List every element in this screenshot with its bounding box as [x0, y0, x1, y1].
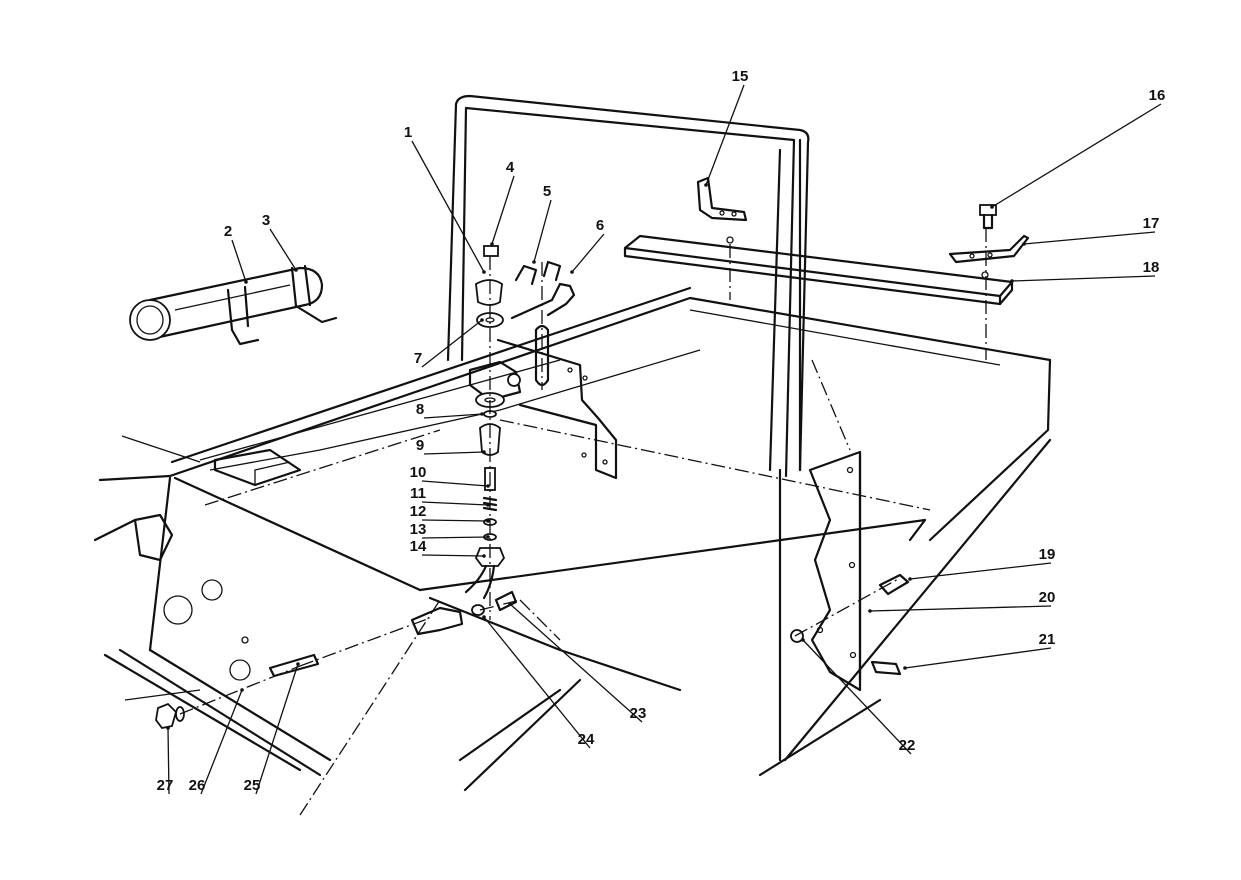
leader-line-27: [167, 727, 170, 795]
leader-line-16: [991, 103, 1162, 208]
leader-line-25: [255, 663, 299, 795]
leader-line-5: [533, 199, 552, 263]
leader-dot-4: [490, 242, 494, 246]
leader-line-1: [411, 140, 485, 273]
callout-26: 26: [189, 777, 206, 794]
leader-dot-27: [166, 726, 170, 730]
bulkhead-frame: [446, 94, 810, 478]
leader-dot-19: [908, 577, 912, 581]
leader-line-12: [421, 519, 489, 522]
callout-7: 7: [414, 350, 422, 367]
leader-line-22: [802, 639, 912, 755]
leader-dot-7: [480, 318, 484, 322]
callout-15: 15: [732, 68, 749, 85]
leader-dot-12: [486, 519, 490, 523]
leader-dot-13: [486, 535, 490, 539]
leader-line-7: [421, 319, 483, 368]
leader-dot-3: [294, 268, 298, 272]
leader-dot-2: [244, 280, 248, 284]
leader-dot-8: [480, 412, 484, 416]
lower-hardware: [155, 573, 910, 729]
leader-line-4: [491, 175, 515, 245]
callout-5: 5: [543, 183, 551, 200]
callout-16: 16: [1149, 87, 1166, 104]
leader-line-26: [200, 689, 243, 795]
leader-line-19: [909, 562, 1052, 580]
leader-line-8: [423, 413, 483, 419]
leader-dot-17: [1022, 242, 1026, 246]
callout-11: 11: [410, 485, 426, 502]
leader-line-14: [421, 554, 485, 557]
alignment-lines: [179, 228, 987, 816]
callout-23: 23: [630, 705, 647, 722]
callout-27: 27: [157, 777, 174, 794]
leader-line-10: [421, 480, 489, 487]
callout-17: 17: [1143, 215, 1160, 232]
clip-17: [948, 234, 1030, 264]
leader-line-13: [421, 536, 489, 539]
leader-line-9: [423, 451, 485, 455]
leader-line-20: [869, 605, 1052, 612]
callout-25: 25: [244, 777, 261, 794]
callout-1: 1: [404, 124, 412, 141]
callout-24: 24: [578, 731, 595, 748]
callout-20: 20: [1039, 589, 1056, 606]
leader-line-3: [269, 228, 297, 271]
leader-dot-5: [532, 260, 536, 264]
callout-3: 3: [262, 212, 270, 229]
leader-dot-18: [1010, 279, 1014, 283]
leader-line-15: [705, 84, 745, 186]
leader-line-18: [1011, 275, 1156, 282]
leader-dot-1: [482, 270, 486, 274]
mount-stack: [464, 245, 618, 600]
leader-dot-10: [486, 484, 490, 488]
leader-line-17: [1023, 231, 1156, 245]
leader-dot-20: [868, 609, 872, 613]
leader-line-2: [231, 239, 247, 283]
callout-21: 21: [1039, 631, 1056, 648]
callout-18: 18: [1143, 259, 1160, 276]
leader-dot-9: [482, 450, 486, 454]
leader-line-23: [509, 603, 643, 723]
leader-dot-26: [240, 688, 244, 692]
leader-dot-25: [296, 662, 300, 666]
callout-19: 19: [1039, 546, 1056, 563]
leader-dot-14: [482, 554, 486, 558]
leader-dot-6: [570, 270, 574, 274]
resistor-assembly: [129, 264, 338, 346]
callout-2: 2: [224, 223, 232, 240]
callout-4: 4: [506, 159, 515, 176]
leader-line-24: [483, 616, 591, 749]
callout-6: 6: [596, 217, 604, 234]
body-frame: [93, 286, 1052, 792]
leader-dot-23: [508, 602, 512, 606]
leader-line-21: [904, 647, 1052, 669]
callout-10: 10: [410, 464, 427, 481]
shelf-plate: [623, 234, 1014, 306]
callout-13: 13: [410, 521, 427, 538]
leader-line-11: [421, 501, 489, 506]
callout-8: 8: [416, 401, 424, 418]
leader-dot-15: [704, 183, 708, 187]
leader-dot-22: [801, 638, 805, 642]
callout-labels: 1234567891011121314151617181920212223242…: [157, 68, 1166, 795]
callout-22: 22: [899, 737, 916, 754]
leader-dot-21: [903, 666, 907, 670]
callout-14: 14: [410, 538, 427, 555]
bolt-16: [979, 204, 997, 230]
leader-line-6: [571, 233, 605, 273]
leader-dot-16: [990, 205, 994, 209]
bracket-15: [696, 176, 748, 222]
callout-9: 9: [416, 437, 424, 454]
leader-dot-24: [482, 615, 486, 619]
leader-dot-11: [486, 503, 490, 507]
callout-12: 12: [410, 503, 427, 520]
